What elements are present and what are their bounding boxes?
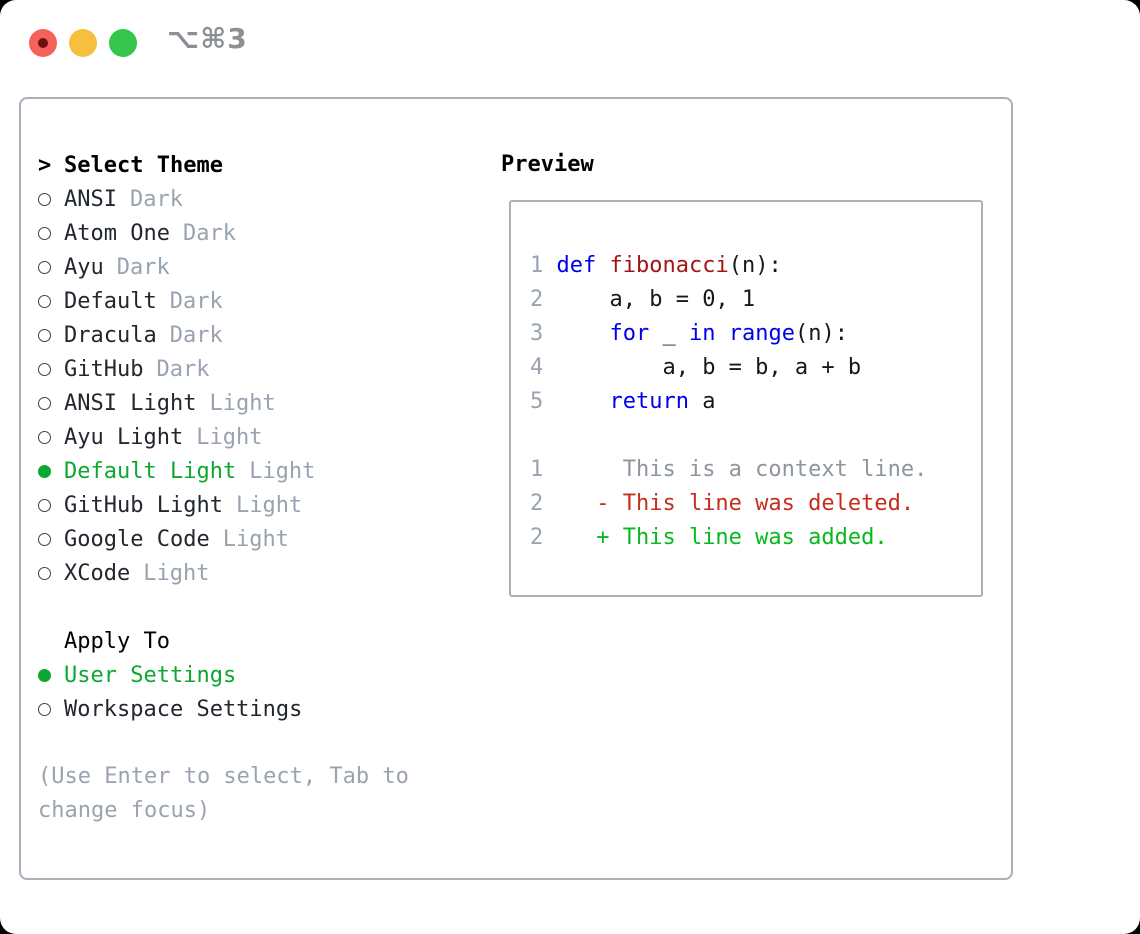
prompt-caret: > [38,152,52,178]
theme-option-ayu-light[interactable]: Ayu Light Light [38,420,409,454]
apply-to-header-row: Apply To [38,624,409,658]
variant-tag: Dark [129,186,183,212]
code-line: 1 def fibonacci(n): [530,253,782,278]
minimize-button[interactable] [69,29,97,57]
radio-unselected-icon [38,532,51,546]
theme-option-github-light[interactable]: GitHub Light Light [38,488,409,522]
variant-tag: Light [249,458,316,484]
close-dot-icon [38,38,48,48]
hint-text: (Use Enter to select, Tab to change focus… [38,760,409,828]
theme-option-default[interactable]: Default Dark [38,284,409,318]
variant-tag: Light [222,526,289,552]
code-line: 1 This is a context line. [530,457,928,482]
variant-tag: Dark [116,254,170,280]
radio-unselected-icon [38,566,51,580]
option-label: Default Light [64,458,237,484]
theme-option-ayu[interactable]: Ayu Dark [38,250,409,284]
radio-unselected-icon [38,226,51,240]
radio-unselected-icon [38,362,51,376]
variant-tag: Light [209,390,276,416]
theme-option-default-light[interactable]: Default Light Light [38,454,409,488]
radio-unselected-icon [38,498,51,512]
variant-tag: Dark [156,356,210,382]
theme-option-ansi[interactable]: ANSI Dark [38,182,409,216]
radio-selected-icon [38,464,51,478]
code-line: 2 a, b = 0, 1 [530,287,756,312]
option-label: Dracula [64,322,157,348]
theme-option-dracula[interactable]: Dracula Dark [38,318,409,352]
option-label: Ayu [64,254,104,280]
select-theme-header: Select Theme [64,152,223,178]
option-label: ANSI [64,186,117,212]
variant-tag: Light [196,424,263,450]
variant-tag: Dark [169,288,223,314]
select-theme-header-row: > Select Theme [38,148,409,182]
option-label: XCode [64,560,131,586]
radio-unselected-icon [38,702,51,716]
zoom-button[interactable] [109,29,137,57]
option-label: GitHub Light [64,492,223,518]
code-line: 2 + This line was added. [530,525,888,550]
option-label: Atom One [64,220,170,246]
spacer-row [38,590,409,624]
theme-option-atom-one[interactable]: Atom One Dark [38,216,409,250]
radio-unselected-icon [38,328,51,342]
option-label: Ayu Light [64,424,184,450]
code-line: 3 for _ in range(n): [530,321,848,346]
radio-unselected-icon [38,294,51,308]
variant-tag: Light [143,560,210,586]
radio-unselected-icon [38,192,51,206]
theme-option-google-code[interactable]: Google Code Light [38,522,409,556]
code-line [530,419,981,453]
close-button[interactable] [29,29,57,57]
option-label: GitHub [64,356,144,382]
apply-option-workspace-settings[interactable]: Workspace Settings [38,692,409,726]
option-label: Default [64,288,157,314]
spacer-row [38,726,409,760]
code-preview: 1 def fibonacci(n): 2 a, b = 0, 1 3 for _ … [530,249,981,555]
radio-unselected-icon [38,396,51,410]
code-line: 4 a, b = b, a + b [530,355,862,380]
preview-box: 1 def fibonacci(n): 2 a, b = 0, 1 3 for _ … [509,200,983,597]
apply-to-header: Apply To [64,628,170,654]
variant-tag: Dark [169,322,223,348]
option-label: Google Code [64,526,210,552]
theme-option-github[interactable]: GitHub Dark [38,352,409,386]
variant-tag: Light [235,492,303,518]
radio-unselected-icon [38,260,51,274]
code-line: 5 return a [530,389,716,414]
theme-option-ansi-light[interactable]: ANSI Light Light [38,386,409,420]
radio-selected-icon [38,668,51,682]
hint-line: (Use Enter to select, Tab to [38,764,409,789]
hint-line: change focus) [38,798,211,823]
variant-tag: Dark [182,220,236,246]
option-label: User Settings [64,662,237,688]
option-label: ANSI Light [64,390,197,416]
radio-unselected-icon [38,430,51,444]
preview-header: Preview [501,152,594,177]
theme-option-xcode[interactable]: XCode Light [38,556,409,590]
code-line: 2 - This line was deleted. [530,491,915,516]
apply-option-user-settings[interactable]: User Settings [38,658,409,692]
window-title-shortcut: ⌥⌘3 [167,22,248,55]
option-label: Workspace Settings [64,696,303,722]
